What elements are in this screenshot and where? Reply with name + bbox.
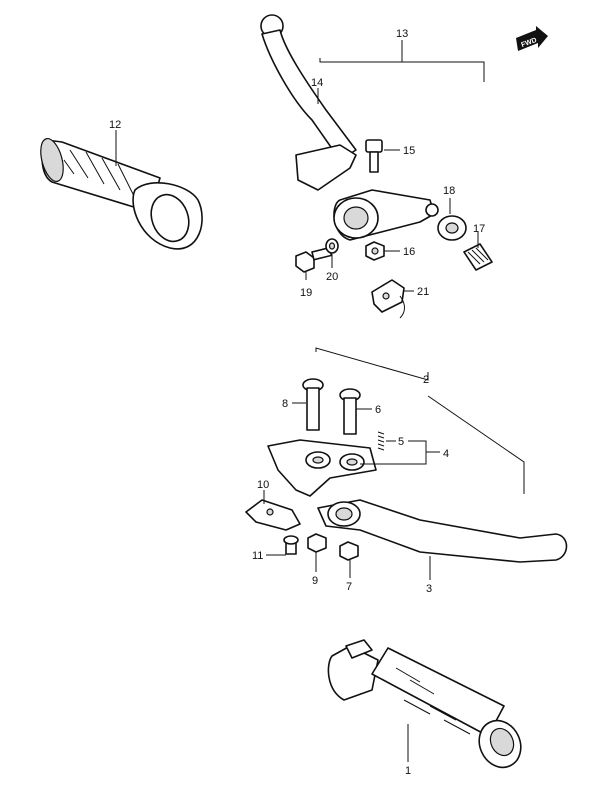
callout-13: 13 xyxy=(396,28,408,40)
part-13-upper-holder xyxy=(333,189,439,241)
callout-2: 2 xyxy=(423,374,429,386)
part-4-lower-holder xyxy=(267,439,377,497)
part-6-bolt xyxy=(339,388,361,435)
callout-9: 9 xyxy=(312,575,318,587)
part-20-washer xyxy=(325,238,339,254)
callout-1: 1 xyxy=(405,765,411,777)
part-5-spring xyxy=(377,431,385,451)
callout-19: 19 xyxy=(300,287,312,299)
part-18-adjuster xyxy=(437,215,467,241)
part-17-screw xyxy=(463,243,493,271)
callout-labels: 13 14 15 12 18 17 16 20 19 21 2 8 6 5 4 … xyxy=(109,28,485,777)
callout-11: 11 xyxy=(252,550,263,562)
callout-5: 5 xyxy=(398,436,404,448)
callout-18: 18 xyxy=(443,185,455,197)
callout-20: 20 xyxy=(326,271,338,283)
part-16-nut xyxy=(365,241,385,261)
part-11-screw xyxy=(283,535,299,555)
part-12-left-grip xyxy=(40,137,203,250)
callout-7: 7 xyxy=(346,581,352,593)
callout-17: 17 xyxy=(473,223,485,235)
callout-3: 3 xyxy=(426,583,432,595)
part-14-upper-lever xyxy=(260,14,357,191)
leader-lines xyxy=(115,40,525,762)
callout-14: 14 xyxy=(311,77,323,89)
callout-21: 21 xyxy=(417,286,429,298)
callout-16: 16 xyxy=(403,246,415,258)
part-1-right-grip xyxy=(327,639,522,769)
callout-8: 8 xyxy=(282,398,288,410)
part-19-bolt xyxy=(295,246,333,273)
part-15-bolt xyxy=(365,139,383,173)
part-10-bracket xyxy=(245,499,301,531)
callout-12: 12 xyxy=(109,119,121,131)
callout-15: 15 xyxy=(403,145,415,157)
callout-10: 10 xyxy=(257,479,269,491)
callout-4: 4 xyxy=(443,448,449,460)
part-9-nut xyxy=(307,533,327,553)
callout-6: 6 xyxy=(375,404,381,416)
part-3-lower-lever xyxy=(317,499,568,563)
part-8-bolt xyxy=(302,378,324,431)
part-21-switch xyxy=(371,279,405,319)
part-7-nut xyxy=(339,541,359,561)
fwd-arrow-icon: FWD xyxy=(516,26,548,51)
